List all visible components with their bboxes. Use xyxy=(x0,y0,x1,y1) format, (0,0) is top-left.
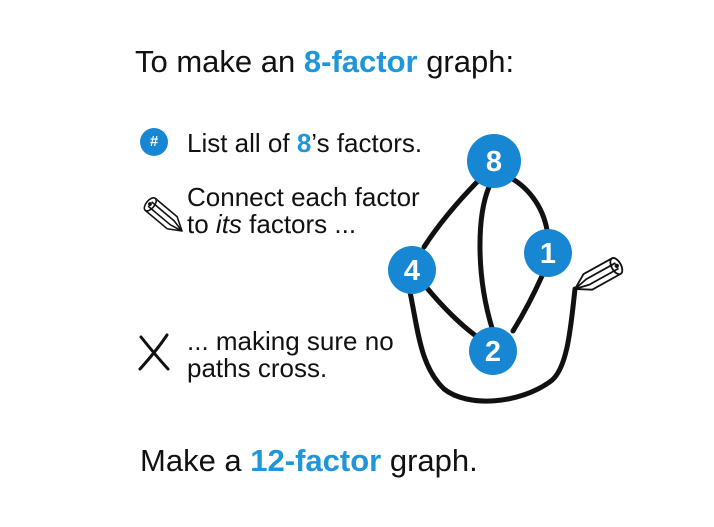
step-2-line2: to its factors ... xyxy=(187,211,420,238)
number-sign-glyph: # xyxy=(149,133,159,150)
graph-nodes: 8 4 1 2 xyxy=(388,134,572,375)
step-2-line2-pre: to xyxy=(187,209,216,239)
footer-text-post: graph. xyxy=(381,443,478,478)
title-highlight: 8-factor xyxy=(303,44,418,79)
node-8-label: 8 xyxy=(486,146,502,178)
graph-edges xyxy=(407,173,578,404)
node-2-label: 2 xyxy=(485,336,501,368)
step-1-post: ’s factors. xyxy=(311,128,423,158)
graph-node-8: 8 xyxy=(467,134,521,188)
node-1-label: 1 xyxy=(540,238,556,270)
node-8-circle xyxy=(467,134,521,188)
page-title: To make an 8-factor graph: xyxy=(135,45,514,79)
pencil-icon xyxy=(141,194,188,238)
edge-8-1 xyxy=(504,173,550,233)
node-4-circle xyxy=(388,246,436,294)
footer-text-pre: Make a xyxy=(140,443,251,478)
graph-node-2: 2 xyxy=(469,327,517,375)
cross-stroke-2 xyxy=(138,333,169,371)
step-1-pre: List all of xyxy=(187,128,297,158)
step-3-text: ... making sure no paths cross. xyxy=(187,328,394,382)
footer-title: Make a 12-factor graph. xyxy=(140,444,478,478)
title-text-post: graph: xyxy=(417,44,515,79)
edge-4-1 xyxy=(407,286,578,404)
title-text-pre: To make an xyxy=(135,44,304,79)
graph-node-1: 1 xyxy=(524,229,572,277)
graph-node-4: 4 xyxy=(388,246,436,294)
number-sign-icon: # xyxy=(140,128,168,156)
edge-1-2 xyxy=(510,273,545,334)
cross-icon xyxy=(138,333,170,371)
step-3-line2: paths cross. xyxy=(187,353,328,383)
node-4-label: 4 xyxy=(404,255,420,287)
step-1-text: List all of 8’s factors. xyxy=(187,130,422,157)
step-2-line1: Connect each factor xyxy=(187,182,420,212)
node-2-circle xyxy=(469,327,517,375)
edge-8-2 xyxy=(477,184,495,331)
step-2-line2-post: factors ... xyxy=(241,209,357,239)
step-1-highlight: 8 xyxy=(296,128,312,158)
edge-8-4 xyxy=(421,179,480,250)
edge-4-2 xyxy=(424,285,479,339)
drawing-pencil-icon xyxy=(569,255,626,298)
step-2-text: Connect each factor to its factors ... xyxy=(187,184,420,238)
footer-highlight: 12-factor xyxy=(250,443,382,478)
node-1-circle xyxy=(524,229,572,277)
step-3-line1: ... making sure no xyxy=(187,326,394,356)
step-2-line2-italic: its xyxy=(215,209,242,239)
